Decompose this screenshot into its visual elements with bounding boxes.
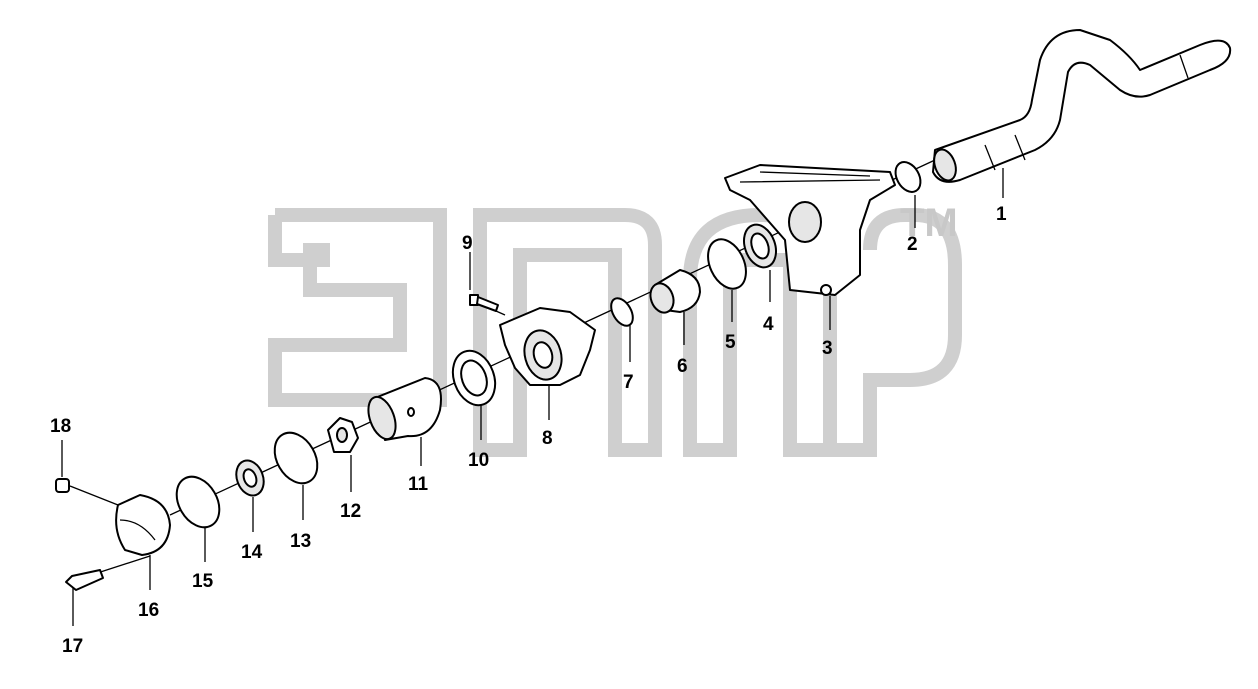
callout-10: 10 [468, 450, 489, 471]
part-17-bolt [65, 569, 104, 591]
part-12-nut [327, 417, 359, 453]
part-3-pivot-bracket [724, 164, 896, 296]
callout-14: 14 [241, 542, 263, 563]
part-9-bolt [469, 294, 499, 312]
part-10-thrust-washer [451, 349, 497, 407]
callout-18: 18 [50, 416, 71, 437]
callout-5: 5 [725, 332, 736, 353]
part-15-o-ring [175, 475, 221, 529]
callout-13: 13 [290, 531, 311, 552]
assembly-axis-line-3 [69, 485, 119, 506]
callout-9: 9 [462, 233, 473, 254]
callout-7: 7 [623, 372, 634, 393]
callout-15: 15 [192, 571, 214, 592]
callout-12: 12 [340, 501, 361, 522]
part-14-lock-washer [235, 459, 265, 497]
callout-labels: 1 2 3 4 5 6 7 8 9 10 11 12 13 14 15 16 1… [50, 204, 1007, 657]
watermark-tm: TM [900, 201, 958, 245]
part-8-housing [499, 307, 596, 386]
callout-4: 4 [763, 314, 774, 335]
part-5-o-ring [707, 238, 747, 290]
part-1-axle-tube [932, 29, 1232, 183]
part-4-bushing [743, 223, 777, 269]
part-2-o-ring [894, 161, 922, 193]
callout-1: 1 [996, 204, 1007, 225]
callout-17: 17 [62, 636, 83, 657]
part-16-end-cap [115, 494, 171, 556]
callout-16: 16 [138, 600, 159, 621]
leader-lines [61, 168, 1004, 626]
part-11-bushing-tube [367, 377, 442, 441]
callout-8: 8 [542, 428, 553, 449]
callout-2: 2 [907, 234, 918, 255]
callout-11: 11 [408, 474, 429, 495]
callout-6: 6 [677, 356, 688, 377]
part-13-o-ring [273, 431, 319, 485]
part-7-o-ring [610, 297, 634, 327]
part-18-plug [55, 478, 70, 493]
part-6-sleeve [649, 269, 701, 314]
callout-3: 3 [822, 338, 833, 359]
